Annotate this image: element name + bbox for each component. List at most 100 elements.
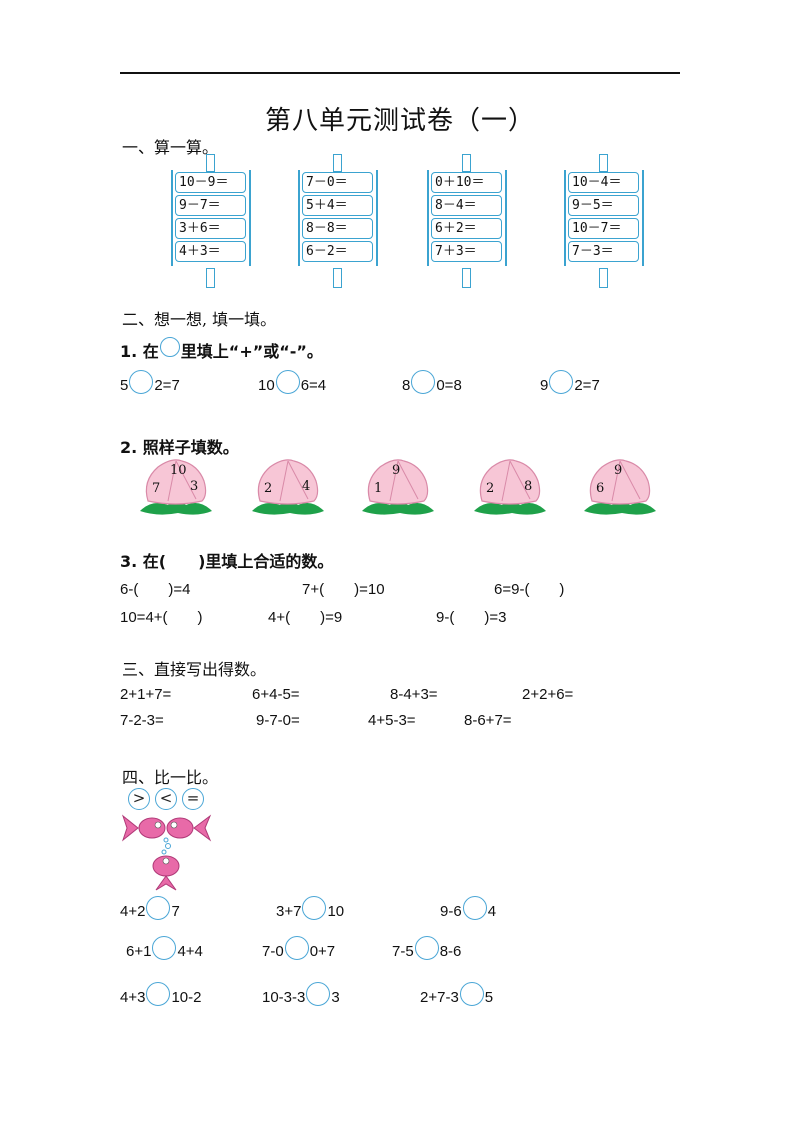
equation-cell: 7＋3＝: [431, 241, 502, 262]
q1-prefix: 1. 在: [120, 342, 159, 361]
section-2-heading: 二、想一想, 填一填。: [122, 310, 277, 329]
abacus-pole-bottom: [462, 268, 471, 288]
abacus-frame: [564, 170, 644, 266]
section-1-heading: 一、算一算。: [122, 138, 219, 157]
q3-problem: 7+( )=10: [302, 581, 385, 598]
answer-circle-icon: [549, 370, 574, 394]
equation-cell: 3＋6＝: [175, 218, 246, 239]
q1-left: 5: [120, 376, 129, 394]
q1-left: 8: [402, 376, 411, 394]
abacus-pole-bottom: [599, 268, 608, 288]
equation-cell: 9－5＝: [568, 195, 639, 216]
q1-left: 9: [540, 376, 549, 394]
q3-instruction: 3. 在( )里填上合适的数。: [120, 552, 334, 571]
equation-cell: 10－7＝: [568, 218, 639, 239]
q3-problem: 4+( )=9: [268, 609, 343, 626]
compare-right: 4+4: [177, 942, 203, 960]
calc-problem: 9-7-0=: [256, 712, 300, 729]
answer-circle-icon: [411, 370, 436, 394]
compare-left: 6+1: [126, 942, 152, 960]
q3-problem: 9-( )=3: [436, 609, 507, 626]
peach-icon: [362, 459, 434, 515]
q3-problem: 6=9-( ): [494, 581, 565, 598]
equation-cell: 4＋3＝: [175, 241, 246, 262]
compare-left: 7-5: [392, 942, 414, 960]
calc-problem: 4+5-3=: [368, 712, 416, 729]
q1-problem: 10 6=4: [258, 370, 327, 398]
abacus-pole-top: [206, 154, 215, 172]
q1-right: 6=4: [300, 376, 327, 394]
abacus-card: 7－0＝5＋4＝8－8＝6－2＝: [298, 154, 378, 288]
peach-icon: [252, 459, 324, 515]
compare-left: 10-3-3: [262, 988, 306, 1006]
compare-problem: 4+2 7: [120, 896, 180, 924]
compare-problem: 6+1 4+4: [126, 936, 203, 964]
compare-symbol-icon: >: [128, 788, 150, 810]
calc-problem: 8-6+7=: [464, 712, 512, 729]
abacus-card: 10－4＝9－5＝10－7＝7－3＝: [564, 154, 644, 288]
peach-left-number: 7: [152, 481, 161, 496]
abacus-pole-bottom: [333, 268, 342, 288]
equation-cell: 10－9＝: [175, 172, 246, 193]
abacus-pole-top: [333, 154, 342, 172]
abacus-frame: [427, 170, 507, 266]
compare-right: 7: [171, 902, 180, 920]
calc-problem: 2+1+7=: [120, 686, 172, 703]
q1-suffix: 里填上“+”或“-”。: [180, 342, 323, 361]
q3-problem: 6-( )=4: [120, 581, 191, 598]
compare-left: 4+3: [120, 988, 146, 1006]
answer-circle-icon: [306, 982, 331, 1006]
compare-left: 3+7: [276, 902, 302, 920]
equation-cell: 7－3＝: [568, 241, 639, 262]
compare-problem: 7-0 0+7: [262, 936, 336, 964]
peach-left-number: 2: [264, 481, 273, 496]
equation-cell: 6＋2＝: [431, 218, 502, 239]
peach-right-number: 4: [302, 479, 311, 494]
q2-instruction: 2. 照样子填数。: [120, 438, 239, 457]
compare-left: 2+7-3: [420, 988, 459, 1006]
equation-cell: 7－0＝: [302, 172, 373, 193]
calc-problem: 8-4+3=: [390, 686, 438, 703]
answer-circle-icon: [146, 982, 171, 1006]
q1-instruction: 1. 在 里填上“+”或“-”。: [120, 336, 323, 363]
compare-left: 7-0: [262, 942, 284, 960]
page-title: 第八单元测试卷（一）: [264, 106, 535, 136]
peach-icon: [584, 459, 656, 515]
answer-circle-icon: [462, 896, 487, 920]
compare-left: 4+2: [120, 902, 146, 920]
equation-cell: 10－4＝: [568, 172, 639, 193]
compare-right: 10-2: [171, 988, 202, 1006]
equation-cell: 6－2＝: [302, 241, 373, 262]
compare-right: 4: [487, 902, 497, 920]
q3-problem: 10=4+( ): [120, 609, 203, 626]
q1-left: 10: [258, 376, 275, 394]
peach-top-number: 9: [392, 463, 401, 478]
answer-circle-icon: [275, 370, 300, 394]
compare-left: 9-6: [440, 902, 462, 920]
peach-left-number: 2: [486, 481, 495, 496]
compare-right: 10: [327, 902, 345, 920]
peach-right-number: 8: [524, 479, 533, 494]
calc-problem: 6+4-5=: [252, 686, 300, 703]
answer-circle-icon: [159, 336, 180, 357]
equation-cell: 5＋4＝: [302, 195, 373, 216]
q1-problem: 9 2=7: [540, 370, 600, 398]
answer-circle-icon: [414, 936, 439, 960]
calc-problem: 7-2-3=: [120, 712, 164, 729]
q1-right: 2=7: [574, 376, 600, 394]
compare-problem: 3+7 10: [276, 896, 345, 924]
compare-right: 0+7: [309, 942, 336, 960]
equation-cell: 8－8＝: [302, 218, 373, 239]
peach-right-number: 3: [190, 479, 199, 494]
equation-cell: 0＋10＝: [431, 172, 502, 193]
equation-cell: 9－7＝: [175, 195, 246, 216]
equation-cell: 8－4＝: [431, 195, 502, 216]
